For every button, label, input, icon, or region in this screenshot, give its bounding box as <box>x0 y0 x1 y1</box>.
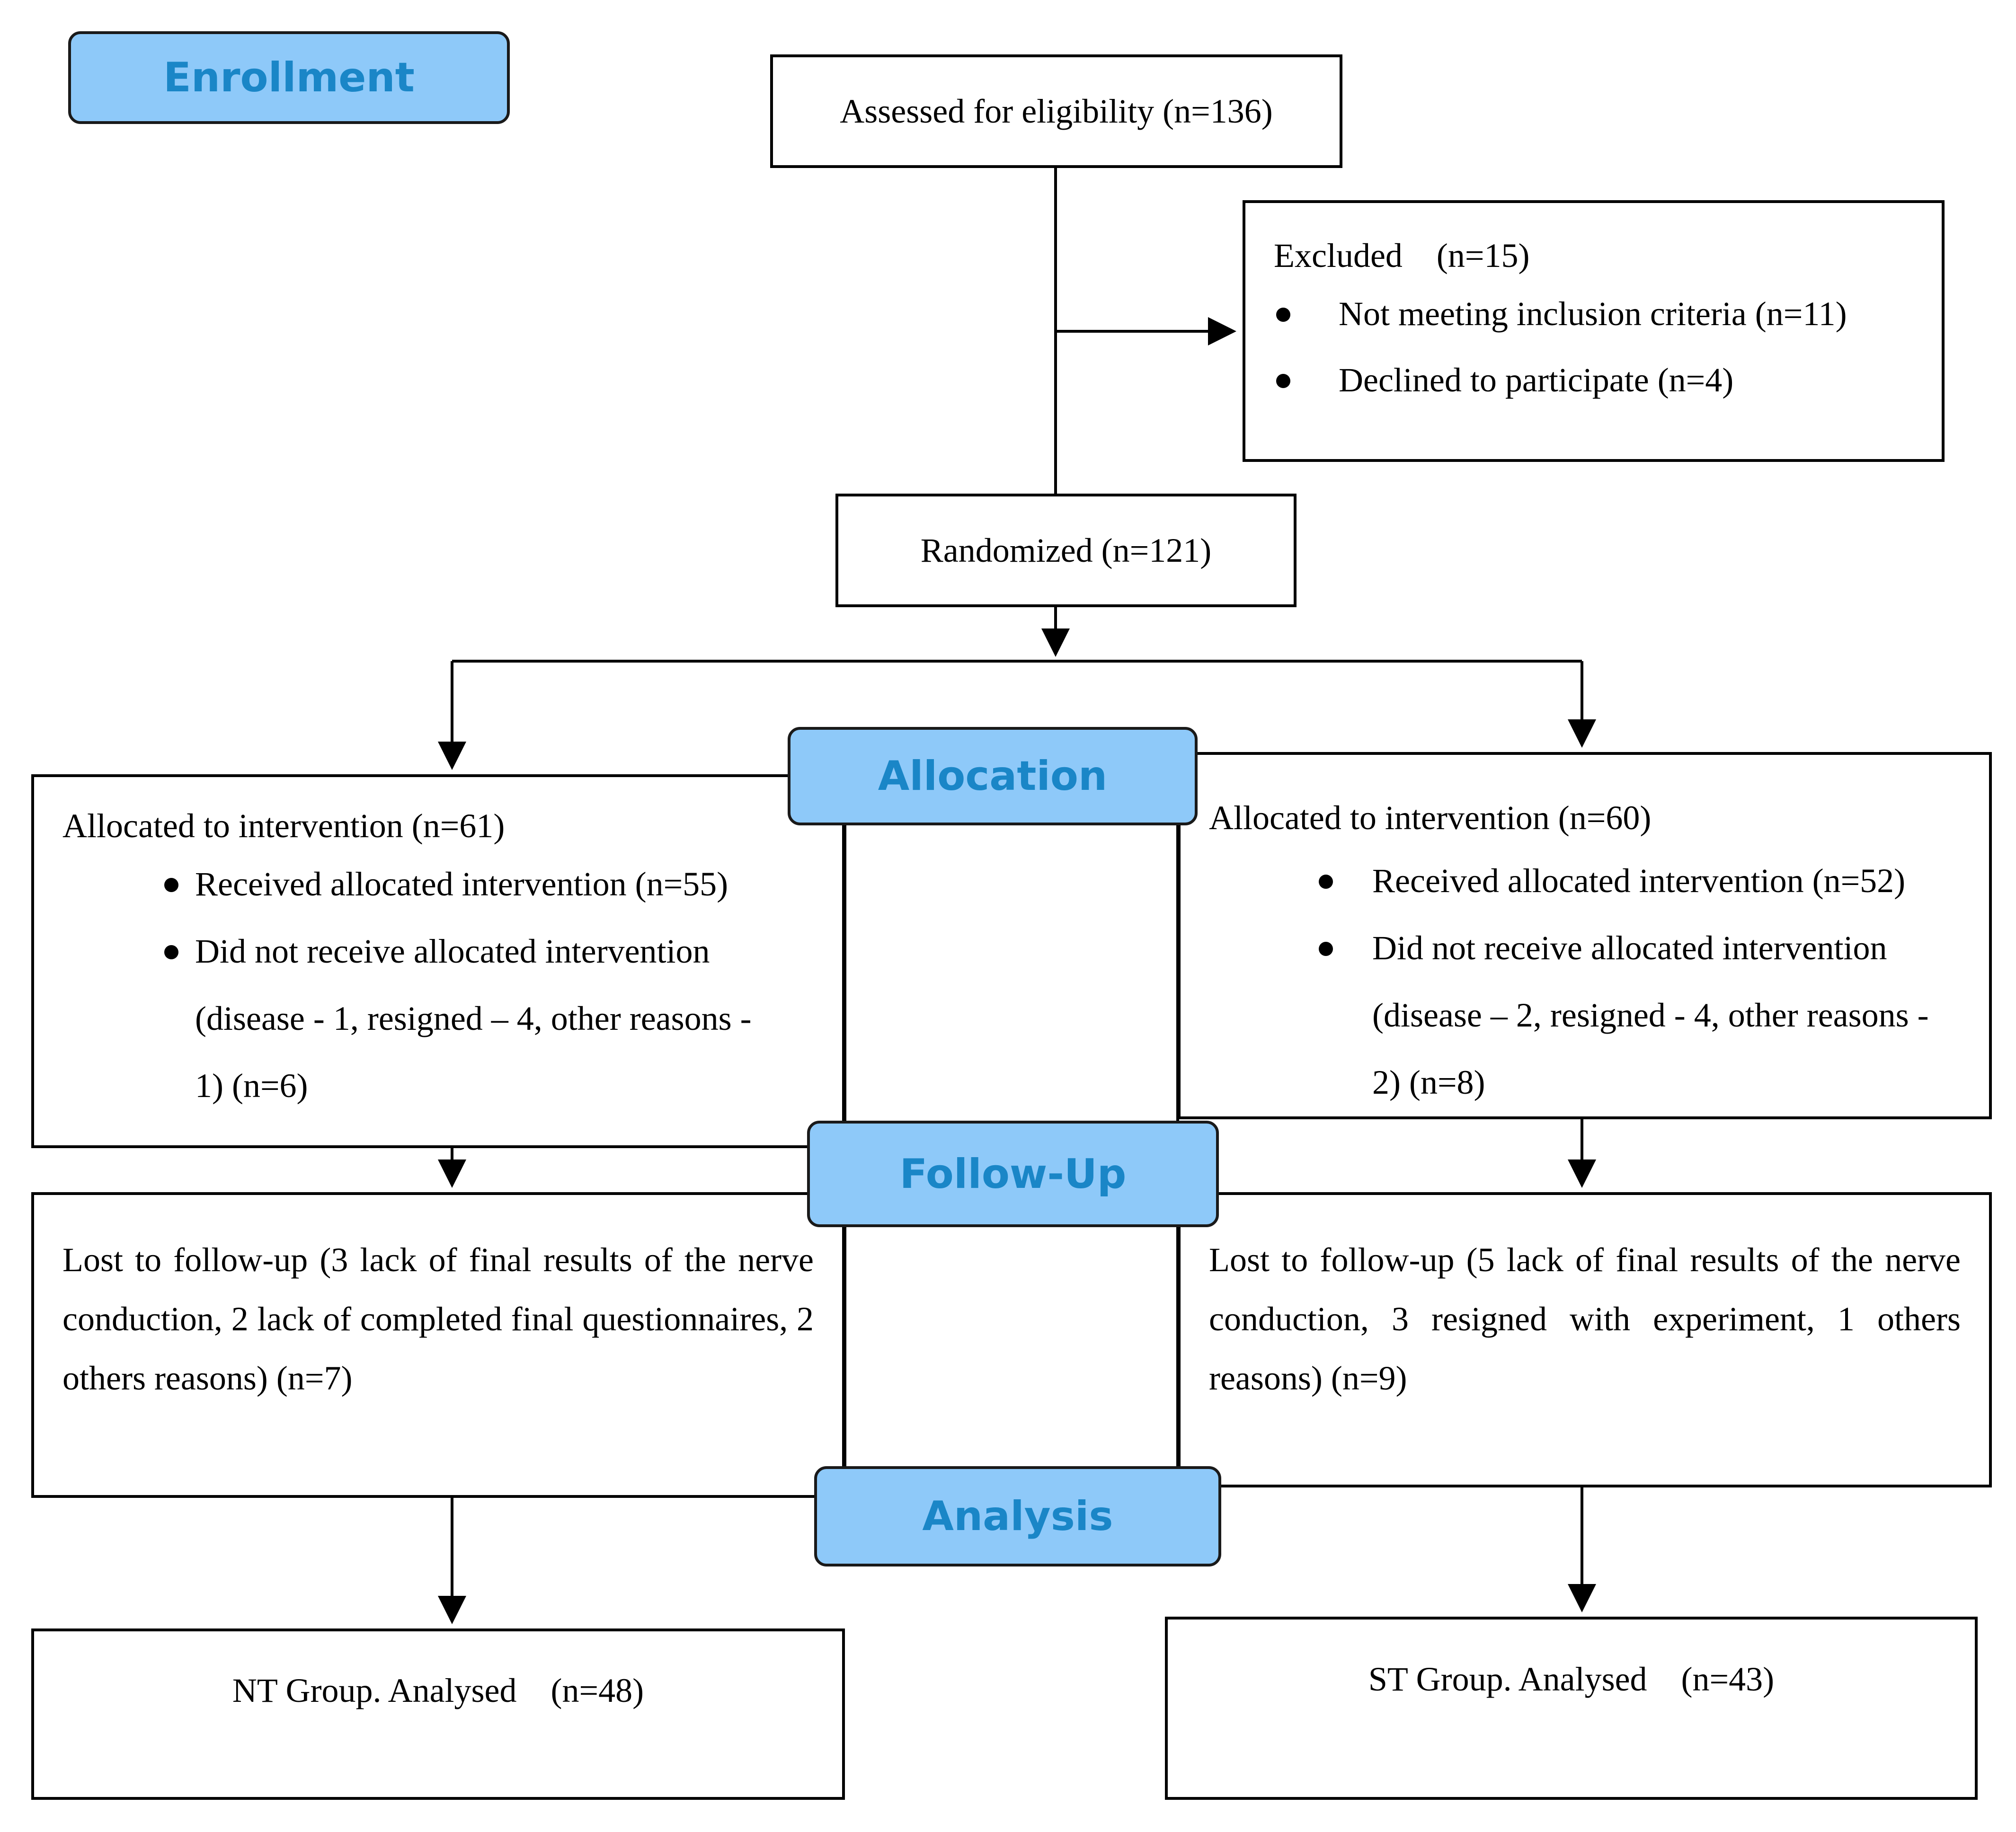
bullet-icon <box>164 877 178 892</box>
follow-up-left-box: Lost to follow-up (3 lack of final resul… <box>31 1192 845 1498</box>
stage-analysis-label: Analysis <box>922 1493 1113 1540</box>
allocation-left-list: Received allocated intervention (n=55) D… <box>62 865 842 1106</box>
list-item: Received allocated intervention (n=55) <box>62 865 842 932</box>
bullet-icon <box>164 945 178 959</box>
stage-follow-up-label: Follow-Up <box>899 1150 1127 1198</box>
allocation-left-item-text: Did not receive allocated intervention <box>195 932 710 970</box>
analysis-left-label: NT Group. Analysed <box>232 1672 517 1709</box>
list-item: Did not receive allocated intervention <box>62 932 842 999</box>
analysis-left-count: (n=48) <box>551 1672 644 1709</box>
stage-allocation-label: Allocation <box>878 752 1108 800</box>
analysis-right-label: ST Group. Analysed <box>1368 1660 1647 1698</box>
follow-up-right-text: Lost to follow-up (5 lack of final resul… <box>1209 1241 1961 1397</box>
follow-up-left-text: Lost to follow-up (3 lack of final resul… <box>62 1241 814 1397</box>
allocation-left-item-text: Received allocated intervention (n=55) <box>195 865 728 903</box>
allocation-left-title: Allocated to intervention (n=61) <box>62 807 505 845</box>
stage-analysis: Analysis <box>814 1466 1221 1566</box>
randomized-box: Randomized (n=121) <box>835 494 1297 607</box>
list-item: (disease - 1, resigned – 4, other reason… <box>62 999 842 1066</box>
list-item: Not meeting inclusion criteria (n=11) <box>1274 294 1942 361</box>
bullet-icon <box>1319 874 1333 889</box>
list-item: Declined to participate (n=4) <box>1274 361 1942 400</box>
assessed-text: Assessed for eligibility (n=136) <box>840 92 1273 130</box>
list-item: 1) (n=6) <box>62 1066 842 1106</box>
stage-enrollment: Enrollment <box>68 31 510 124</box>
excluded-reason-text: Not meeting inclusion criteria (n=11) <box>1339 294 1847 333</box>
allocation-right-box: Allocated to intervention (n=60) Receive… <box>1178 752 1992 1119</box>
randomized-text: Randomized (n=121) <box>920 531 1212 569</box>
allocation-right-item-text: 2) (n=8) <box>1372 1063 1485 1101</box>
excluded-reason-text: Declined to participate (n=4) <box>1339 361 1734 399</box>
allocation-right-list: Received allocated intervention (n=52) D… <box>1209 861 1989 1102</box>
stage-follow-up: Follow-Up <box>807 1121 1219 1227</box>
allocation-right-title: Allocated to intervention (n=60) <box>1209 799 1652 837</box>
analysis-right-count: (n=43) <box>1681 1660 1775 1698</box>
analysis-left-box: NT Group. Analysed (n=48) <box>31 1628 845 1800</box>
assessed-box: Assessed for eligibility (n=136) <box>770 54 1342 168</box>
follow-up-right-box: Lost to follow-up (5 lack of final resul… <box>1178 1192 1992 1487</box>
allocation-left-item-text: 1) (n=6) <box>195 1066 308 1105</box>
stage-enrollment-label: Enrollment <box>163 54 415 101</box>
list-item: Did not receive allocated intervention <box>1209 929 1989 996</box>
excluded-box: Excluded (n=15) Not meeting inclusion cr… <box>1243 200 1945 462</box>
allocation-left-box: Allocated to intervention (n=61) Receive… <box>31 774 845 1148</box>
list-item: 2) (n=8) <box>1209 1063 1989 1102</box>
allocation-left-item-text: (disease - 1, resigned – 4, other reason… <box>195 999 752 1037</box>
bullet-icon <box>1276 307 1290 322</box>
allocation-right-item-text: (disease – 2, resigned - 4, other reason… <box>1372 996 1929 1034</box>
analysis-right-box: ST Group. Analysed (n=43) <box>1165 1617 1978 1800</box>
excluded-count: (n=15) <box>1436 237 1530 274</box>
excluded-heading: Excluded (n=15) <box>1274 236 1942 275</box>
allocation-right-item-text: Did not receive allocated intervention <box>1372 929 1887 967</box>
stage-allocation: Allocation <box>788 727 1198 825</box>
list-item: (disease – 2, resigned - 4, other reason… <box>1209 996 1989 1063</box>
excluded-title: Excluded <box>1274 237 1403 274</box>
excluded-reasons-list: Not meeting inclusion criteria (n=11) De… <box>1274 294 1942 400</box>
list-item: Received allocated intervention (n=52) <box>1209 861 1989 929</box>
bullet-icon <box>1276 373 1290 388</box>
allocation-right-item-text: Received allocated intervention (n=52) <box>1372 861 1906 900</box>
bullet-icon <box>1319 941 1333 956</box>
